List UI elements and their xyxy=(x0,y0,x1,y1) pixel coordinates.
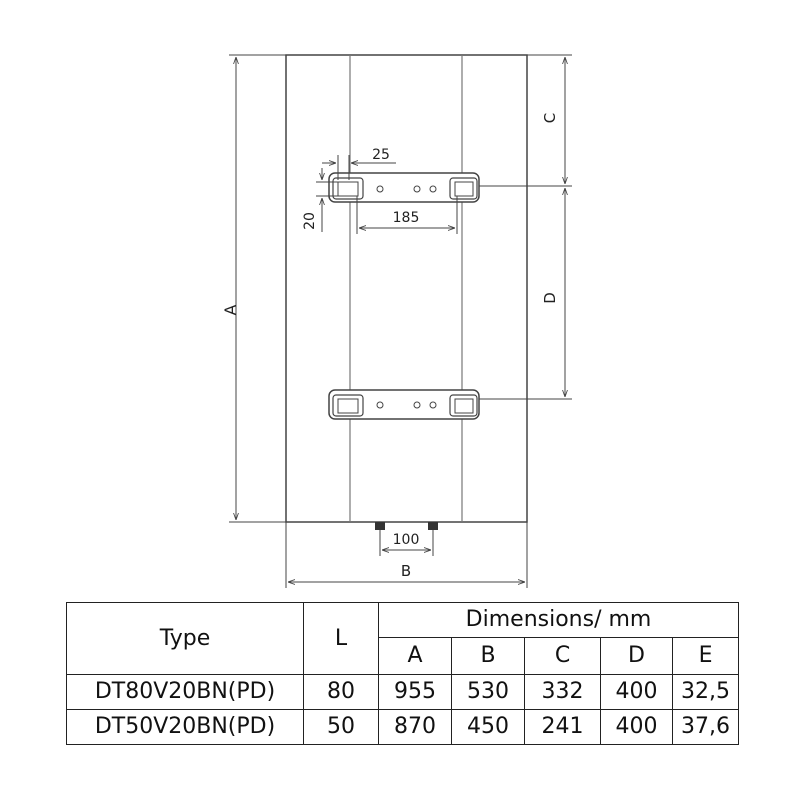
dimension-a xyxy=(229,54,286,523)
upper-mounting-bracket xyxy=(328,172,480,203)
dimension-slot-height-label: 20 xyxy=(302,212,318,230)
cell-a: 870 xyxy=(378,709,452,745)
dimension-c-label: C xyxy=(541,113,559,123)
technical-drawing: A B 100 C D 25 20 xyxy=(221,54,572,588)
dimension-slot-width-label: 25 xyxy=(372,147,390,163)
cell-liters: 50 xyxy=(303,709,379,745)
header-col-b: B xyxy=(451,637,525,675)
table-header-row: Type L Dimensions/ mm xyxy=(66,602,740,675)
dimension-b-label: B xyxy=(401,562,411,580)
header-col-e: E xyxy=(671,637,740,675)
header-dimensions: Dimensions/ mm xyxy=(377,602,740,638)
cell-a: 955 xyxy=(378,674,452,710)
header-col-d: D xyxy=(600,637,673,675)
header-col-a: A xyxy=(378,637,452,675)
dimension-pipe-spacing xyxy=(379,530,434,556)
table-row: DT50V20BN(PD) 50 870 450 241 400 37,6 xyxy=(66,709,740,745)
heater-body xyxy=(285,54,528,523)
cell-e: 32,5 xyxy=(671,674,740,710)
dimensions-table: Type L Dimensions/ mm A B C D E DT80V20B… xyxy=(66,602,740,745)
table-row: DT80V20BN(PD) 80 955 530 332 400 32,5 xyxy=(66,674,740,710)
cell-c: 241 xyxy=(524,709,601,745)
dimension-d xyxy=(479,188,572,400)
lower-mounting-bracket xyxy=(328,389,480,420)
cell-type: DT50V20BN(PD) xyxy=(66,709,304,745)
dimension-slot-height xyxy=(316,168,338,232)
header-type: Type xyxy=(66,602,304,675)
dimension-d-label: D xyxy=(541,292,559,304)
water-pipes xyxy=(375,522,438,530)
cell-b: 450 xyxy=(451,709,525,745)
cell-c: 332 xyxy=(524,674,601,710)
dimension-b xyxy=(285,522,528,588)
cell-type: DT80V20BN(PD) xyxy=(66,674,304,710)
dimension-c xyxy=(479,54,572,187)
dimension-a-label: A xyxy=(221,304,240,315)
cell-e: 37,6 xyxy=(671,709,740,745)
header-col-c: C xyxy=(524,637,601,675)
header-liters: L xyxy=(303,602,379,675)
dimension-pipe-spacing-label: 100 xyxy=(393,532,420,548)
cell-b: 530 xyxy=(451,674,525,710)
dimension-slot-spacing-label: 185 xyxy=(393,210,420,226)
cell-d: 400 xyxy=(600,674,673,710)
cell-liters: 80 xyxy=(303,674,379,710)
dimension-slot-spacing xyxy=(356,196,458,234)
cell-d: 400 xyxy=(600,709,673,745)
dimension-slot-width xyxy=(322,155,396,180)
